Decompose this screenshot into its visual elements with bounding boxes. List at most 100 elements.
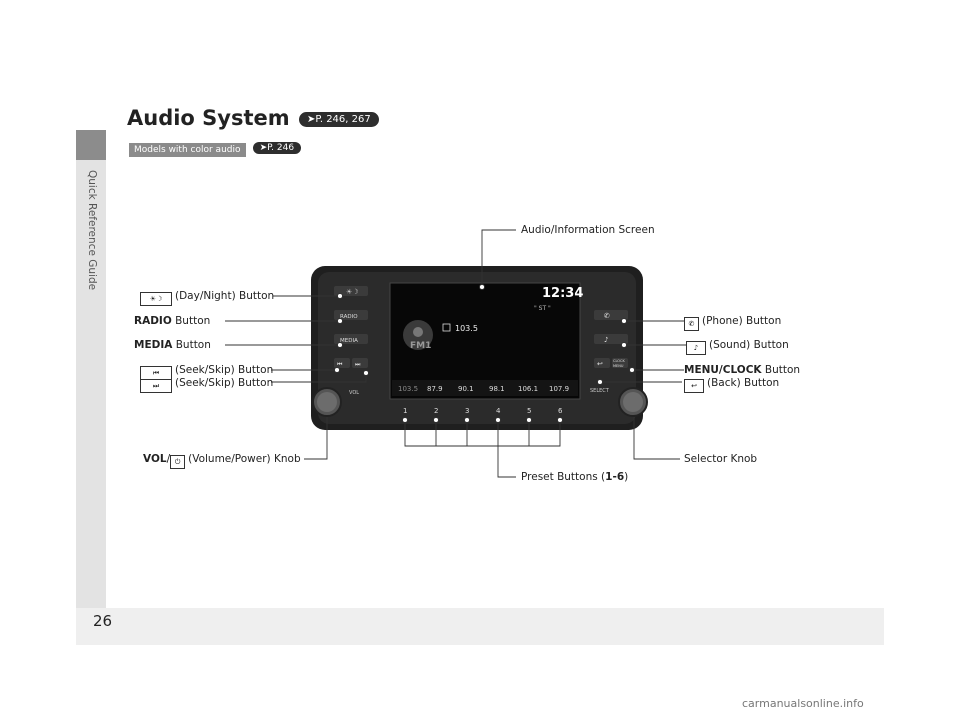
callout-menu-text: Button [761,364,801,376]
screen-clock: 12:34 [542,286,583,301]
callout-phone-text: (Phone) Button [702,315,782,327]
seek-forward-button [352,358,368,368]
model-page-reference[interactable]: ➤P. 246 [252,141,302,154]
screen-station: 103.5 [455,324,478,333]
leader-screen [481,229,516,287]
preset-value-5: 106.1 [518,385,538,393]
media-button [334,334,368,344]
preset-number-1: 1 [403,407,407,415]
media-button-label: MEDIA [340,338,358,344]
callout-seek-back: ⏮(Seek/Skip) Button [140,364,273,380]
watermark: carmanualsonline.info [742,697,864,710]
power-icon: ⏻ [170,455,186,469]
callout-phone: ✆(Phone) Button [684,315,781,331]
preset-value-4: 98.1 [489,385,505,393]
callout-back: ↩(Back) Button [684,377,779,393]
leader-preset-bracket [404,420,561,447]
radio-button [334,310,368,320]
vol-text: VOL [349,390,359,396]
menu-clock-button [612,358,628,368]
seek-back-button [334,358,350,368]
sidebar-strip [76,130,106,608]
seek-back-glyph: ⏮ [337,361,343,368]
page-footer [76,608,884,645]
leader-endpoints [334,284,635,423]
preset-number-5: 5 [527,407,531,415]
back-icon: ↩ [684,379,704,393]
sound-glyph: ♪ [604,336,608,344]
seek-forward-glyph: ⏭ [355,361,361,368]
callout-volume-bold: VOL [143,453,167,465]
callout-preset-text: Preset Buttons ( [521,471,606,483]
model-ref-text: P. 246 [267,142,295,153]
callout-back-text: (Back) Button [707,377,780,389]
screen-st: " ST " [534,305,551,312]
callout-seek-back-text: (Seek/Skip) Button [175,364,274,376]
callout-preset: Preset Buttons (1-6) [521,471,628,483]
callout-sound-text: (Sound) Button [709,339,789,351]
callout-screen: Audio/Information Screen [521,224,655,236]
selector-knob-center [623,392,643,412]
callout-preset-range: 1-6 [605,471,625,483]
volume-knob-center [317,392,337,412]
station-icon [442,323,451,332]
callout-selector: Selector Knob [684,453,758,465]
antenna-icon [413,327,423,337]
leader-seek-forward [271,373,367,383]
clock-label: CLOCK [613,359,625,363]
seek-forward-icon: ⏭ [140,379,172,393]
callout-volume-text: (Volume/Power) Knob [188,453,301,465]
preset-number-2: 2 [434,407,438,415]
model-tag: Models with color audio [129,143,246,157]
callout-seek-forward-text: (Seek/Skip) Button [175,377,274,389]
callout-daynight-text: (Day/Night) Button [175,290,275,302]
callout-media-bold: MEDIA [134,339,173,351]
title-ref-text: P. 246, 267 [315,113,371,125]
title-text: Audio System [127,106,290,130]
callout-radio: RADIO Button [134,315,210,327]
preset-number-6: 6 [558,407,563,415]
preset-strip [392,380,578,396]
model-tag-row: Models with color audio ➤P. 246 [129,137,302,157]
screen-band: FM1 [410,341,431,351]
page-number: 26 [93,612,113,630]
leader-volume [304,417,328,460]
callout-daynight: ☀☽(Day/Night) Button [140,290,274,306]
sidebar-tab-marker [76,130,106,160]
sound-button [594,334,628,344]
callout-preset-close: ) [624,471,629,483]
menu-label: MENU [613,364,624,368]
sound-icon: ♪ [686,341,706,355]
leader-preset-4 [497,420,516,478]
callout-volume: VOL/⏻(Volume/Power) Knob [143,453,301,469]
leader-selector [633,417,680,460]
callout-media: MEDIA Button [134,339,211,351]
callout-radio-bold: RADIO [134,315,172,327]
daynight-button [334,286,368,296]
preset-value-2: 87.9 [427,385,443,393]
title-page-reference[interactable]: ➤P. 246, 267 [298,111,379,127]
back-button [594,358,610,368]
callout-radio-text: Button [171,315,211,327]
phone-button [594,310,628,320]
daynight-glyph: ☀☽ [346,288,359,296]
preset-number-3: 3 [465,407,469,415]
preset-value-3: 90.1 [458,385,474,393]
preset-number-4: 4 [496,407,501,415]
callout-seek-forward: ⏭(Seek/Skip) Button [140,377,273,393]
seek-back-icon: ⏮ [140,366,172,380]
callout-menu-clock: MENU/CLOCK Button [684,364,800,376]
preset-value-1: 103.5 [398,385,418,393]
preset-value-6: 107.9 [549,385,569,393]
leader-lines [225,229,694,478]
select-text: SELECT [590,388,610,394]
callout-menu-bold: MENU/CLOCK [684,364,762,376]
callout-sound: ♪(Sound) Button [686,339,789,355]
phone-icon: ✆ [684,317,699,331]
daynight-icon: ☀☽ [140,292,172,306]
page-title: Audio System ➤P. 246, 267 [127,106,379,130]
phone-glyph: ✆ [604,312,610,320]
radio-button-label: RADIO [340,314,358,320]
callout-media-text: Button [172,339,211,351]
